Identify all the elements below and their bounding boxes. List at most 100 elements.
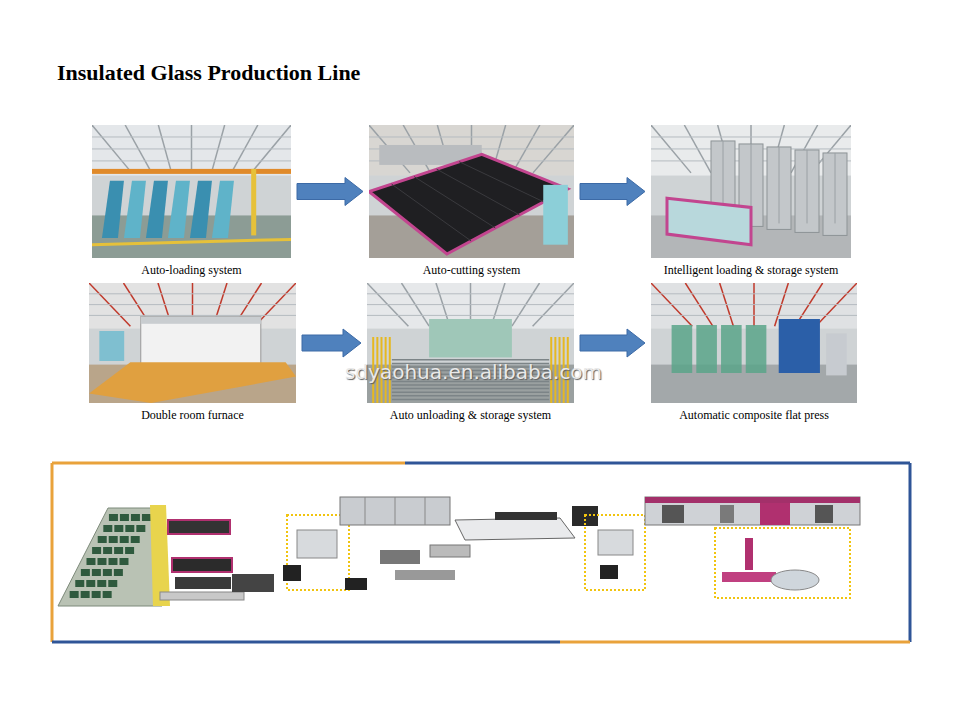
machine-line <box>365 497 366 525</box>
station-caption: Double room furnace <box>141 408 244 422</box>
insulating-line <box>645 497 860 525</box>
photo-step: Intelligent loading & storage system <box>651 125 851 277</box>
frame-line <box>405 462 910 465</box>
safety-fence <box>715 528 850 598</box>
machine <box>395 570 455 580</box>
roof-beam <box>369 136 574 137</box>
glass-panel <box>696 325 717 373</box>
roller <box>392 384 549 386</box>
machine <box>232 574 274 592</box>
roof-beam <box>92 136 291 137</box>
machine <box>175 577 231 589</box>
flow-arrow <box>297 178 363 206</box>
cutting-table <box>369 154 568 254</box>
station-photo <box>651 283 857 403</box>
press-machine <box>779 319 820 373</box>
machine <box>172 558 232 572</box>
factory-ceiling <box>651 283 857 329</box>
rack <box>297 530 337 558</box>
rack-cell <box>131 536 140 543</box>
floor-rail <box>92 239 291 244</box>
rack-line <box>807 150 808 223</box>
rack-cell <box>81 591 90 598</box>
caption-holder: Automatic composite flat press <box>651 403 857 422</box>
roof-beam <box>92 148 291 149</box>
factory-ceiling <box>92 125 291 176</box>
conveyor <box>89 362 296 403</box>
rack-cell <box>114 525 123 532</box>
table-grid <box>392 184 472 241</box>
washing-machine <box>340 497 450 525</box>
station-photo <box>92 125 291 258</box>
glass-stack <box>212 181 234 238</box>
glass-stack <box>168 181 190 238</box>
photo-background <box>369 125 574 258</box>
photo-step: Double room furnace <box>89 283 296 422</box>
rack-cell <box>120 536 129 543</box>
rack-cell <box>103 591 112 598</box>
glass-stack <box>102 181 124 238</box>
photo-background <box>367 283 574 403</box>
table-grid <box>437 169 520 215</box>
robot-base <box>722 572 776 582</box>
machine <box>283 565 301 581</box>
roof-beam <box>651 136 851 137</box>
rack-cell <box>131 514 140 521</box>
frame-line <box>52 641 560 644</box>
machine <box>168 520 230 534</box>
roof-beam <box>89 293 296 294</box>
caption-holder: Auto-cutting system <box>369 258 574 277</box>
station-caption: Auto unloading & storage system <box>390 408 551 422</box>
flow-arrow <box>580 178 645 206</box>
photo-step: Auto unloading & storage system <box>367 283 574 422</box>
caption-holder: Auto-loading system <box>92 258 291 277</box>
crane-beam <box>92 169 291 174</box>
rack-cell <box>92 591 101 598</box>
conveyor <box>160 592 244 600</box>
caption-holder: Auto unloading & storage system <box>367 403 574 422</box>
glass-panel <box>721 325 742 373</box>
rack-cell <box>125 547 134 554</box>
rack-cell <box>109 536 118 543</box>
rack-cell <box>70 591 79 598</box>
glass-sheet <box>667 198 751 245</box>
roof-beam <box>651 315 857 316</box>
flow-arrow <box>580 329 645 357</box>
cutting-table <box>455 518 575 540</box>
roller <box>392 388 549 390</box>
roof-beam <box>89 315 296 316</box>
glass-stack <box>146 181 168 238</box>
roof-beam <box>89 304 296 305</box>
glass-rack <box>99 331 124 361</box>
glass-panel <box>672 325 693 373</box>
machine <box>760 503 790 525</box>
station-photo <box>369 125 574 258</box>
storage-rack-field <box>58 508 162 606</box>
rack-cell <box>119 558 128 565</box>
rack-cell <box>142 514 151 521</box>
machine-line <box>395 497 396 525</box>
rack-cell <box>86 580 95 587</box>
rack-cell <box>103 547 112 554</box>
frame-line <box>52 462 405 465</box>
roof-beam <box>367 304 574 305</box>
rack-cell <box>103 525 112 532</box>
roof-beam <box>367 293 574 294</box>
rack-cell <box>120 514 129 521</box>
machine <box>600 565 618 579</box>
furnace-body <box>141 317 261 367</box>
rack-cell <box>98 536 107 543</box>
machine <box>662 505 684 523</box>
glass-stack <box>124 181 146 238</box>
station-caption: Automatic composite flat press <box>679 408 829 422</box>
photo-background <box>92 125 291 258</box>
machine <box>815 505 833 523</box>
roller <box>392 391 549 393</box>
roller <box>392 395 549 397</box>
glass-booth <box>429 319 512 357</box>
caption-holder: Double room furnace <box>89 403 296 422</box>
rack-cell <box>108 558 117 565</box>
station-caption: Auto-loading system <box>141 263 241 277</box>
rack-cell <box>97 580 106 587</box>
